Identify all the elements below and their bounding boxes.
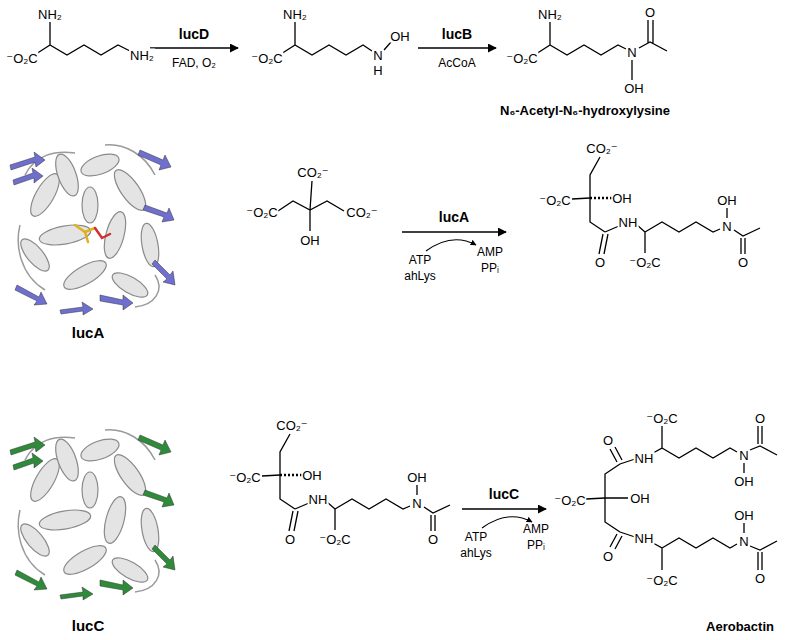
lucC-protein-ribbon bbox=[10, 430, 175, 600]
reagent-label: ATP bbox=[464, 531, 488, 543]
enzyme-name: lucC bbox=[488, 487, 520, 501]
atom-label: N bbox=[411, 497, 422, 510]
reagent-label: ahLys bbox=[459, 547, 493, 559]
atom-label: OH bbox=[611, 192, 633, 205]
atom-label: OH bbox=[389, 30, 411, 43]
atom-label: CO₂⁻ bbox=[296, 166, 329, 179]
atom-label: O bbox=[602, 434, 614, 447]
atom-label: O bbox=[737, 256, 749, 269]
atom-label: N bbox=[372, 49, 383, 62]
atom-label: ⁻O₂C bbox=[250, 52, 283, 65]
atom-label: OH bbox=[629, 492, 651, 505]
reagent-label: FAD, O₂ bbox=[171, 57, 217, 69]
atom-label: OH bbox=[301, 469, 323, 482]
atom-label: H bbox=[372, 64, 383, 77]
atom-label: ⁻O₂C bbox=[645, 412, 678, 425]
atom-label: ⁻O₂C bbox=[228, 471, 261, 484]
atom-label: NH bbox=[634, 452, 655, 465]
atom-label: NH₂ bbox=[37, 8, 63, 21]
lucC-substrate-bonds bbox=[262, 434, 450, 531]
atom-label: OH bbox=[406, 471, 428, 484]
reagent-label: ATP bbox=[408, 254, 432, 266]
atom-label: ⁻O₂C bbox=[505, 52, 538, 65]
atom-label: N bbox=[738, 535, 749, 548]
atom-label: OH bbox=[733, 509, 755, 522]
atom-label: ⁻O₂C bbox=[318, 533, 351, 546]
compound-name: Aerobactin bbox=[705, 620, 775, 633]
protein-name: lucA bbox=[71, 325, 106, 340]
reagent-label: PPᵢ bbox=[526, 539, 546, 551]
atom-label: OH bbox=[716, 194, 738, 207]
bound-ligand bbox=[75, 225, 110, 242]
reaction-arrows bbox=[150, 48, 546, 528]
atom-label: N bbox=[626, 46, 637, 59]
molecule-bonds bbox=[36, 20, 777, 570]
atom-label: NH bbox=[308, 493, 329, 506]
lucA-protein-ribbon bbox=[10, 145, 175, 315]
protein-name: lucC bbox=[71, 618, 106, 633]
atom-label: O bbox=[754, 412, 766, 425]
reagent-label: ahLys bbox=[403, 270, 437, 282]
atom-label: O bbox=[427, 533, 439, 546]
atom-label: O bbox=[644, 6, 656, 19]
atom-label: ⁻O₂C bbox=[628, 256, 661, 269]
atom-label: NH bbox=[634, 532, 655, 545]
atom-label: O bbox=[602, 550, 614, 563]
enzyme-name: lucA bbox=[438, 210, 470, 224]
atom-label: ⁻O₂C bbox=[553, 494, 586, 507]
atom-label: CO₂⁻ bbox=[585, 142, 618, 155]
atom-label: ⁻O₂C bbox=[645, 574, 678, 587]
reagent-label: AcCoA bbox=[437, 57, 476, 69]
atom-label: NH₂ bbox=[129, 49, 155, 62]
atom-label: NH₂ bbox=[537, 8, 563, 21]
atom-label: N bbox=[738, 449, 749, 462]
atom-label: OH bbox=[623, 82, 645, 95]
atom-label: O bbox=[594, 256, 606, 269]
atom-label: ⁻O₂C bbox=[5, 52, 38, 65]
atom-label: CO₂⁻ bbox=[275, 419, 308, 432]
reagent-label: AMP bbox=[476, 246, 504, 258]
reagent-label: AMP bbox=[522, 523, 550, 535]
atom-label: O bbox=[754, 572, 766, 585]
atom-label: NH₂ bbox=[282, 8, 308, 21]
atom-label: ⁻O₂C bbox=[245, 206, 278, 219]
atom-label: ⁻O₂C bbox=[538, 194, 571, 207]
lucA-product-bonds bbox=[572, 157, 760, 254]
reagent-label: PPᵢ bbox=[480, 262, 500, 274]
atom-label: O bbox=[284, 533, 296, 546]
atom-label: CO₂⁻ bbox=[345, 206, 378, 219]
atom-label: OH bbox=[733, 475, 755, 488]
compound-name: N₆-Acetyl-N₆-hydroxylysine bbox=[499, 104, 671, 117]
atom-label: OH bbox=[299, 234, 321, 247]
atom-label: NH bbox=[618, 216, 639, 229]
enzyme-name: lucD bbox=[178, 27, 210, 41]
atom-label: N bbox=[721, 220, 732, 233]
enzyme-name: lucB bbox=[441, 27, 473, 41]
